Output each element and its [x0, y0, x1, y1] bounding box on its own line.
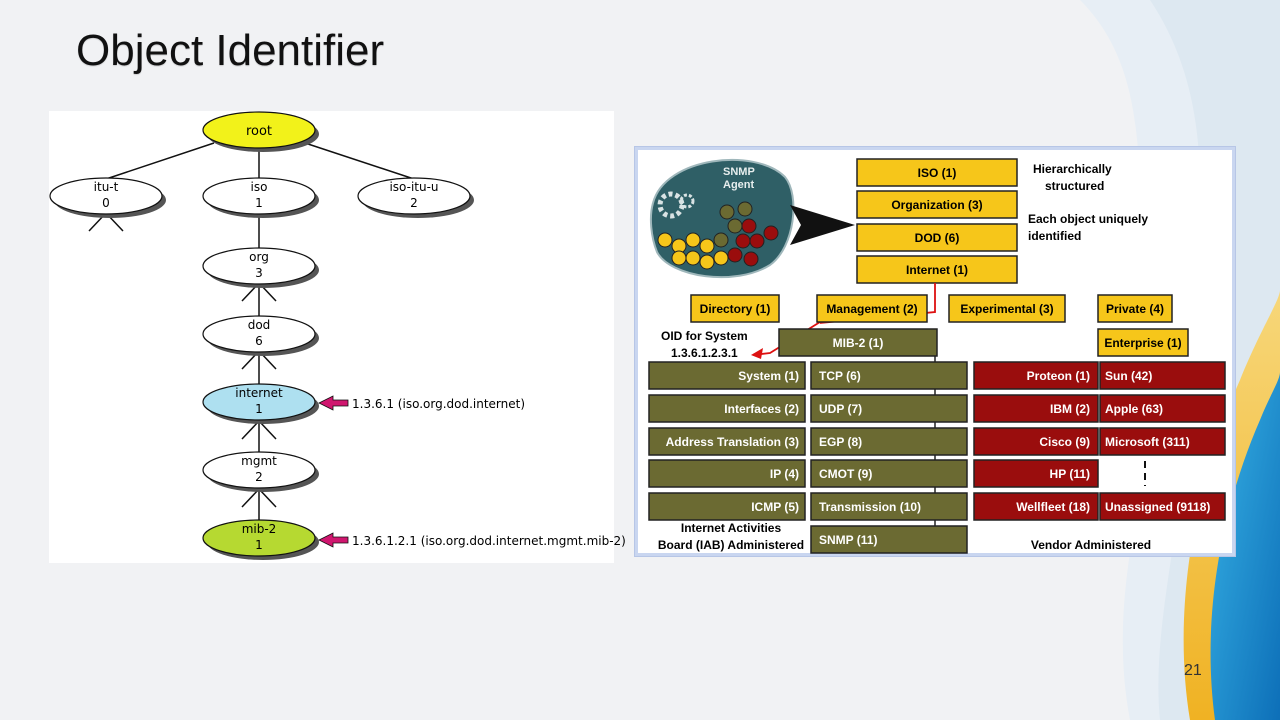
node-internet-number: 1: [255, 402, 263, 416]
note-structured-1: Hierarchically: [1033, 162, 1112, 176]
node-iso: iso 1: [202, 177, 319, 218]
hierarchy-stack: ISO (1) Organization (3) DOD (6) Interne…: [856, 158, 1018, 284]
vendor-hp: HP (11): [1050, 467, 1090, 481]
node-dod: dod 6: [202, 315, 319, 356]
node-mib-2: mib-2 1: [202, 519, 319, 560]
mib-left-column: System (1) Interfaces (2) Address Transl…: [648, 361, 806, 521]
node-mgmt-name: mgmt: [241, 454, 277, 468]
internet-children: Directory (1) Management (2) Experimenta…: [690, 294, 1189, 357]
node-iso-name: iso: [251, 180, 268, 194]
vendor-ibm: IBM (2): [1050, 402, 1090, 416]
child-experimental: Experimental (3): [960, 302, 1053, 316]
child-management: Management (2): [826, 302, 917, 316]
snmp-hierarchy-diagram: SNMP Agent ISO (1) Organization (3): [634, 146, 1236, 557]
mib-cmot: CMOT (9): [819, 467, 872, 481]
node-mib-2-name: mib-2: [242, 522, 277, 536]
child-private: Private (4): [1106, 302, 1164, 316]
callout-internet-text: 1.3.6.1 (iso.org.dod.internet): [352, 397, 525, 411]
slide-title: Object Identifier: [76, 26, 385, 75]
oid-for-system-1: OID for System: [661, 329, 748, 343]
hierarchy-iso: ISO (1): [918, 166, 957, 180]
page-number: 21: [1184, 662, 1202, 679]
agent-object-dots: [657, 201, 779, 270]
child-directory: Directory (1): [700, 302, 771, 316]
node-org-number: 3: [255, 266, 263, 280]
note-structured-2: structured: [1045, 179, 1104, 193]
note-identified-1: Each object uniquely: [1028, 212, 1148, 226]
vendor-right-column: Sun (42) Apple (63) Microsoft (311) Unas…: [1099, 361, 1226, 521]
snmp-agent-badge: SNMP Agent: [649, 158, 795, 279]
node-iso-itu-u: iso-itu-u 2: [357, 177, 474, 218]
node-itu-t: itu-t 0: [49, 177, 166, 218]
node-mib-2-number: 1: [255, 538, 263, 552]
gear-icon: [657, 191, 695, 219]
node-iso-itu-u-name: iso-itu-u: [389, 180, 438, 194]
mib-snmp: SNMP (11): [819, 533, 877, 547]
oid-tree-diagram: root itu-t 0 iso 1 iso-itu-u 2 org: [49, 111, 626, 563]
mib-system: System (1): [738, 369, 799, 383]
snmp-hierarchy-svg: SNMP Agent ISO (1) Organization (3): [648, 158, 1226, 554]
node-internet-name: internet: [235, 386, 283, 400]
node-itu-t-name: itu-t: [94, 180, 119, 194]
node-iso-itu-u-number: 2: [410, 196, 418, 210]
mib-2-label: MIB-2 (1): [833, 336, 884, 350]
child-enterprise: Enterprise (1): [1104, 336, 1181, 350]
mib-icmp: ICMP (5): [751, 500, 799, 514]
iab-label-1: Internet Activities: [681, 521, 782, 535]
vendor-microsoft: Microsoft (311): [1105, 435, 1190, 449]
vendor-proteon: Proteon (1): [1027, 369, 1090, 383]
snmp-agent-label-2: Agent: [723, 179, 755, 191]
snmp-agent-label-1: SNMP: [723, 166, 755, 178]
pointer-arrow-icon: [790, 205, 855, 245]
node-itu-t-number: 0: [102, 196, 110, 210]
vendor-sun: Sun (42): [1105, 369, 1152, 383]
node-mgmt-number: 2: [255, 470, 263, 484]
node-iso-number: 1: [255, 196, 263, 210]
iab-label-2: Board (IAB) Administered: [658, 538, 804, 552]
callout-internet: 1.3.6.1 (iso.org.dod.internet): [318, 395, 525, 411]
mib-2-box: MIB-2 (1): [778, 328, 938, 357]
mib-address-translation: Address Translation (3): [666, 435, 799, 449]
callout-arrow-icon: [318, 532, 349, 548]
note-identified-2: identified: [1028, 229, 1081, 243]
callout-mib-2-text: 1.3.6.1.2.1 (iso.org.dod.internet.mgmt.m…: [352, 534, 626, 548]
mib-transmission: Transmission (10): [819, 500, 921, 514]
node-dod-name: dod: [248, 318, 271, 332]
node-org-name: org: [249, 250, 269, 264]
node-root-label: root: [246, 124, 272, 139]
vendor-cisco: Cisco (9): [1039, 435, 1090, 449]
mib-interfaces: Interfaces (2): [724, 402, 799, 416]
node-dod-number: 6: [255, 334, 263, 348]
node-root: root: [202, 111, 319, 152]
mib-udp: UDP (7): [819, 402, 862, 416]
vendor-apple: Apple (63): [1105, 402, 1163, 416]
hierarchy-organization: Organization (3): [891, 198, 982, 212]
mib-egp: EGP (8): [819, 435, 862, 449]
hierarchy-internet: Internet (1): [906, 263, 968, 277]
callout-arrow-icon: [318, 395, 349, 411]
oid-for-system-2: 1.3.6.1.2.3.1: [671, 346, 738, 360]
oid-tree-svg: root itu-t 0 iso 1 iso-itu-u 2 org: [49, 111, 626, 560]
hierarchy-notes: Hierarchically structured Each object un…: [1028, 162, 1148, 243]
hierarchy-dod: DOD (6): [915, 231, 960, 245]
mib-tcp: TCP (6): [819, 369, 861, 383]
node-org: org 3: [202, 247, 319, 288]
callout-mib-2: 1.3.6.1.2.1 (iso.org.dod.internet.mgmt.m…: [318, 532, 626, 548]
vendor-wellfleet: Wellfleet (18): [1016, 500, 1090, 514]
node-internet: internet 1: [202, 383, 319, 424]
node-mgmt: mgmt 2: [202, 451, 319, 492]
vendor-administered-label: Vendor Administered: [1031, 538, 1151, 552]
vendor-left-column: Proteon (1) IBM (2) Cisco (9) HP (11) We…: [973, 361, 1099, 521]
oid-path-arrow-icon: [751, 348, 763, 359]
mib-right-column: TCP (6) UDP (7) EGP (8) CMOT (9) Transmi…: [810, 361, 968, 554]
mib-ip: IP (4): [770, 467, 799, 481]
vendor-unassigned: Unassigned (9118): [1105, 500, 1210, 514]
